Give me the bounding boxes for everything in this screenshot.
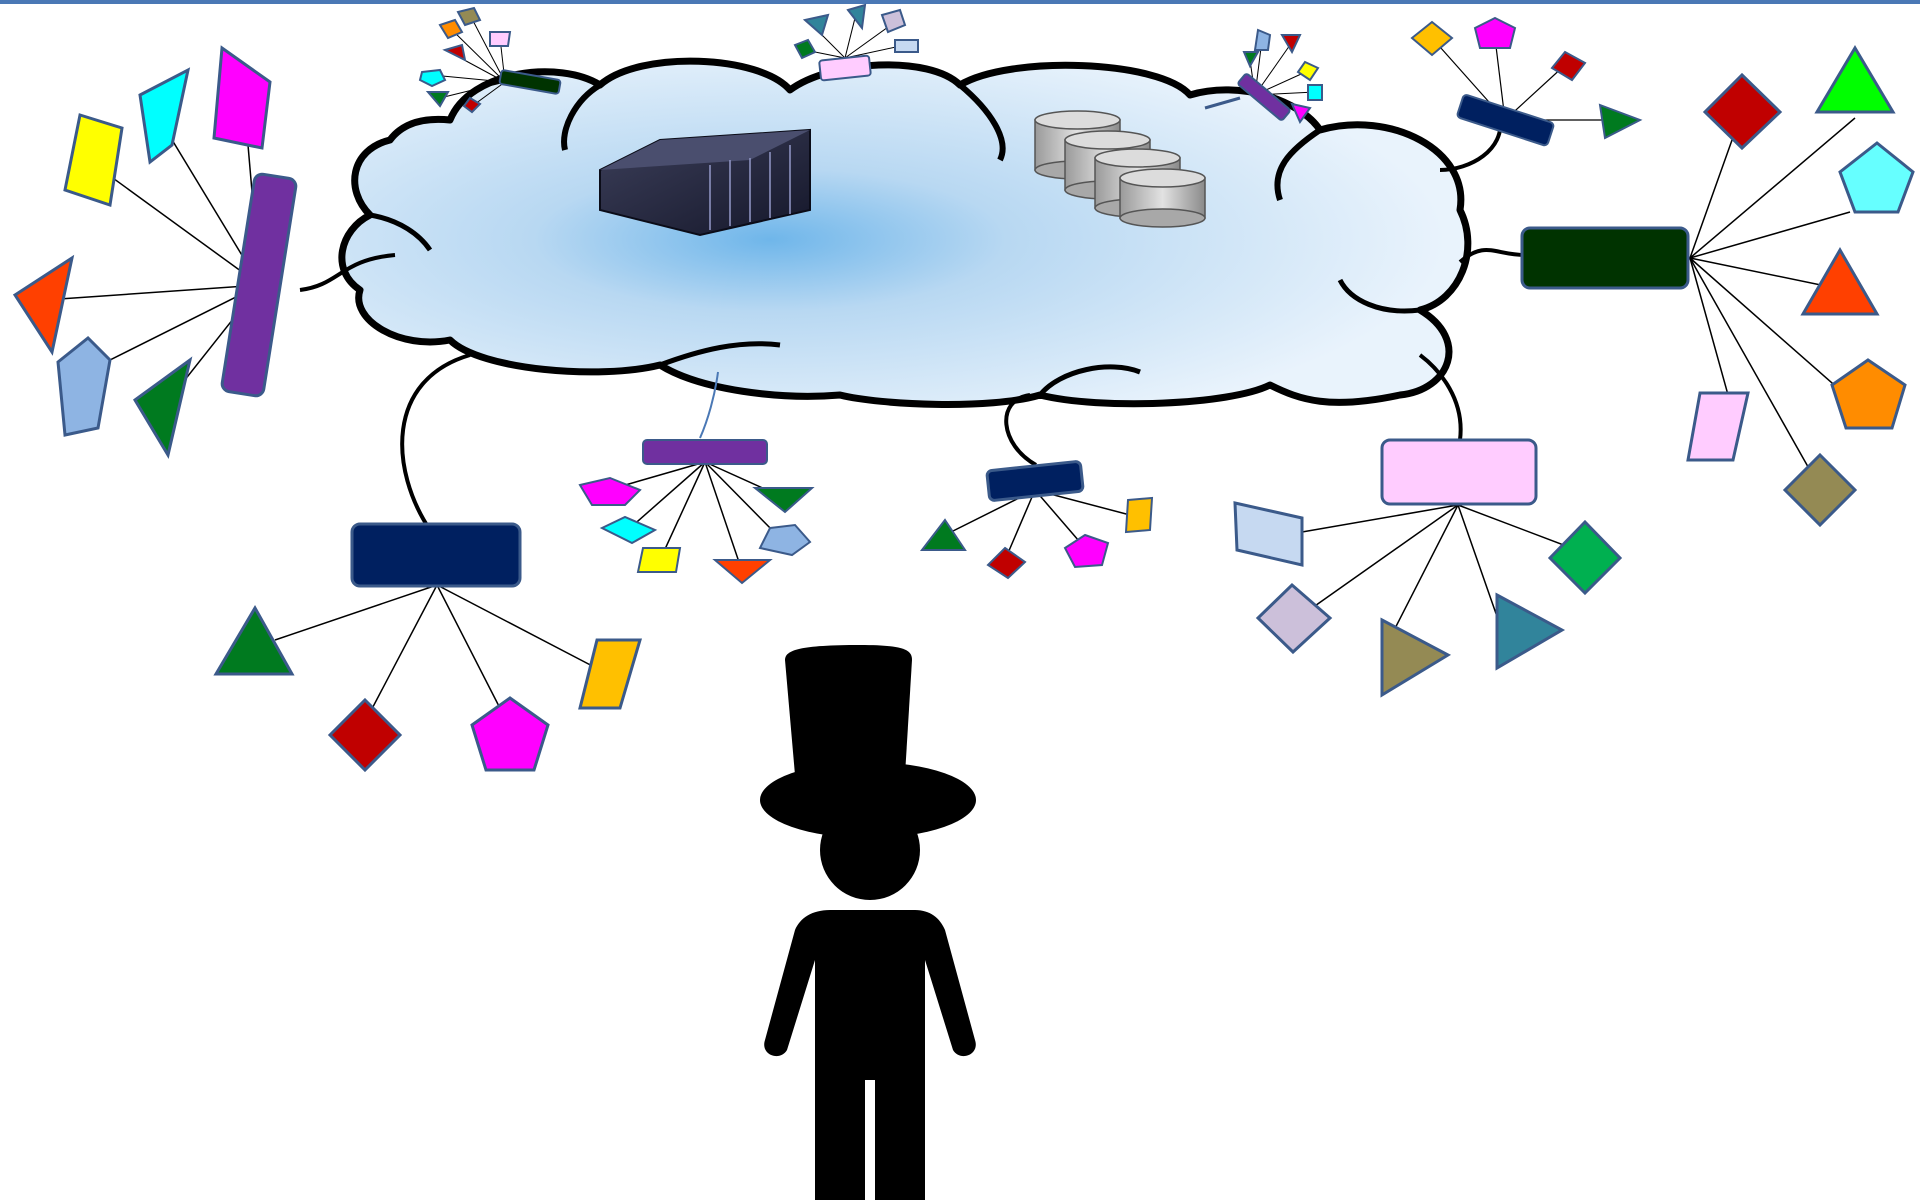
hub-bottom-left [350,522,522,588]
hub-top-small-1 [498,69,562,95]
bottom-mid-device-cluster [578,439,815,585]
top-small-cluster-right [1204,28,1323,125]
hub-left [220,172,298,398]
bottom-center-device-cluster [919,460,1154,580]
hub-bottom-center [985,460,1085,502]
top-small-cluster-mid [793,3,919,82]
hub-top-small-2 [818,54,872,82]
server-rack-icon [599,128,811,237]
top-small-cluster-left [418,6,562,114]
cloud-shape [338,57,1472,408]
hub-top-right [1456,94,1555,147]
hub-right [1520,226,1690,290]
right-device-cluster [1520,45,1915,528]
hub-bottom-mid [642,439,768,465]
cloud [338,57,1472,408]
hat-crown [785,645,912,775]
top-right-device-cluster [1410,16,1643,147]
top-accent-bar [0,0,1920,4]
hub-top-small-3 [1237,73,1291,121]
top-hat-person-icon [760,645,976,1200]
person-head [820,800,920,900]
hat-brim [760,762,976,838]
database-stack-icon [1034,110,1206,228]
left-device-cluster [12,45,298,459]
hub-bottom-right [1380,438,1538,506]
bottom-left-device-cluster [213,522,643,773]
person-body [764,910,976,1200]
bottom-right-device-cluster [1233,438,1623,698]
